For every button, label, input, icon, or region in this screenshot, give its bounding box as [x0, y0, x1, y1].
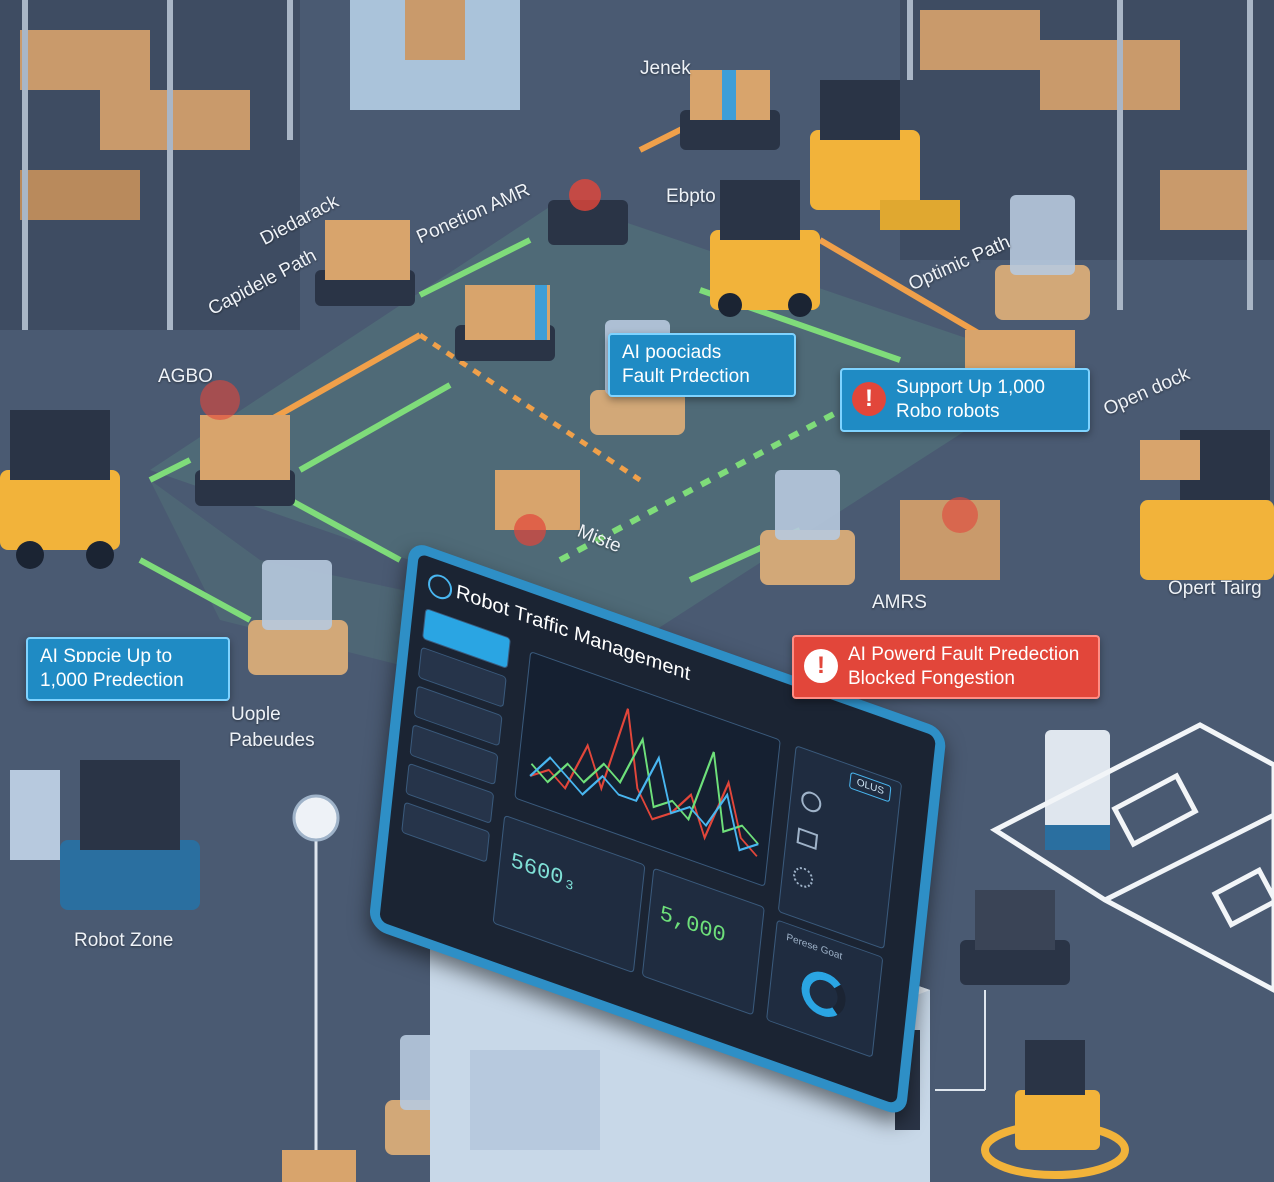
network-icon: [792, 864, 815, 891]
gear-icon: [800, 788, 823, 816]
path-green-6: [288, 497, 402, 563]
path-green-dashed: [558, 397, 862, 563]
forklift-bottom-right: [981, 1040, 1129, 1179]
amr-top-right: [995, 195, 1090, 320]
label-robot-zone: Robot Zone: [74, 930, 174, 951]
carrier-diedarack: [315, 220, 415, 306]
gauge-ring: [799, 965, 848, 1024]
storage-racks: [0, 0, 1274, 330]
olus-button[interactable]: OLUS: [848, 771, 892, 803]
traffic-line-chart: [514, 650, 781, 888]
chart-series-line-2: [530, 736, 759, 845]
forklift-robot-zone: [10, 760, 200, 910]
callout-ai-powered-line2: Blocked Fongestion: [848, 668, 1015, 689]
location-pin: [282, 794, 356, 1182]
building-block: [350, 0, 520, 110]
callout-ai-scale-line2: 1,000 Predection: [40, 670, 184, 691]
carrier-center: [455, 285, 555, 361]
label-uople: Uople: [231, 704, 281, 725]
amr-right-grey: [1045, 730, 1110, 850]
carrier-alert-top: [548, 179, 628, 245]
label-opert-tairg: Opert Tairg: [1168, 578, 1262, 599]
zone-floor-marks: [989, 722, 1274, 993]
warning-icon: !: [804, 649, 838, 683]
callout-ai-powered: ! AI Powerd Fault Predection Blocked Fon…: [792, 635, 1100, 699]
stat-value-left: 5600₃: [509, 848, 578, 897]
path-green-5: [138, 557, 252, 623]
amr-amrs: [760, 470, 855, 585]
chart-plot: [529, 708, 759, 857]
path-orange-3: [818, 237, 992, 343]
label-amrs: AMRS: [872, 592, 927, 613]
path-orange-dashed: [418, 332, 642, 483]
chart-series-line-1: [529, 708, 758, 857]
callout-ai-powered-line1: AI Powerd Fault Predection: [848, 644, 1080, 665]
carrier-dark-right: [960, 890, 1070, 985]
callout-ai-fault-line2: Fault Prdection: [622, 366, 750, 387]
label-pabeudes: Pabeudes: [229, 730, 315, 751]
stat-value-right: 5,000: [658, 901, 727, 949]
label-jenek: Jenek: [640, 58, 691, 79]
forklift-right: [1140, 430, 1274, 580]
warning-icon: !: [852, 382, 886, 416]
forklift-ebpto: [710, 180, 820, 317]
callout-support-line1: Support Up 1,000: [896, 377, 1045, 398]
callout-ai-fault: AI poociads Fault Prdection: [608, 333, 796, 397]
carrier-jenek: [680, 70, 780, 150]
gauge-label: Perese Goat: [785, 932, 843, 963]
forklifts: [0, 80, 1274, 1179]
label-agbo: AGBO: [158, 366, 213, 387]
callout-support-line2: Robo robots: [896, 401, 1000, 422]
stat-panel-left: 5600₃: [492, 814, 646, 974]
traffic-dashboard-screen: Robot Traffic Management 5600₃ 5,000 OLU…: [368, 540, 948, 1118]
path-green-2: [418, 237, 532, 298]
box-carriers: [195, 70, 1075, 580]
side-panel-right: OLUS: [777, 745, 903, 950]
path-orange-1: [268, 332, 422, 423]
path-green-1: [298, 382, 452, 473]
forklift-left: [0, 410, 120, 569]
callout-ai-scale-line1: AI Sɒɒcie Up to: [40, 646, 173, 667]
folder-icon: [796, 827, 819, 850]
callout-support: ! Support Up 1,000 Robo robots: [840, 368, 1090, 432]
carrier-agbo: [195, 380, 295, 506]
label-ebpto: Ebpto: [666, 186, 716, 207]
path-green-4: [148, 457, 192, 483]
rack-top-right: [900, 0, 1274, 310]
callout-ai-fault-line1: AI poociads: [622, 342, 722, 363]
amr-left: [248, 560, 348, 675]
chart-series-line-3: [529, 754, 759, 852]
home-icon[interactable]: [426, 570, 454, 603]
forklift-upper: [810, 80, 960, 230]
rack-top-left: [0, 0, 300, 330]
boxes-amrs: [900, 497, 1000, 580]
carrier-miste: [495, 470, 580, 546]
stat-panel-right: 5,000: [641, 867, 765, 1016]
callout-ai-scale: AI Sɒɒcie Up to 1,000 Predection: [26, 637, 230, 701]
